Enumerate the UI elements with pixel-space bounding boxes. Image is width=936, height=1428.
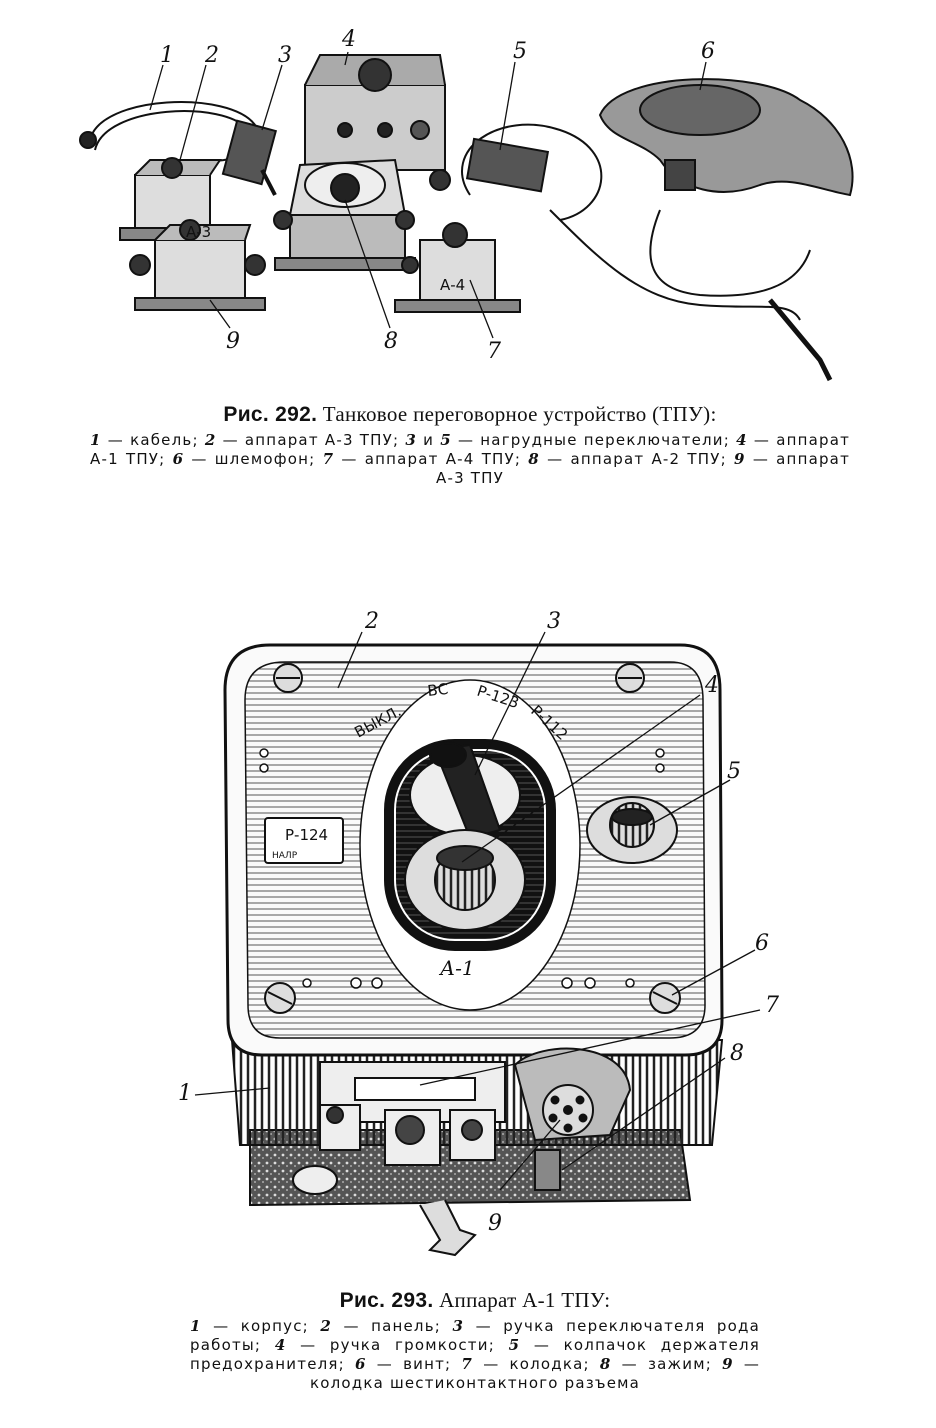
chest-switch-3-drawing [221,119,278,196]
legend-text: — шлемофон; [191,450,316,468]
figure-293-caption: Рис. 293. Аппарат А-1 ТПУ: 1 — корпус; 2… [190,1288,760,1393]
mode-switch-knob[interactable] [409,742,521,840]
figure-292-title: Рис. 292. Танковое переговорное устройст… [90,402,850,427]
legend-num: 2 [204,431,217,449]
legend-text: — нагрудные переключатели; [457,431,731,449]
figure-293-title-text: Аппарат А-1 ТПУ: [439,1288,611,1312]
device-label-a3: А-3 [186,223,211,241]
callout-3: 3 [547,609,561,634]
nameplate-label: Р-124 [285,826,328,844]
volume-knob[interactable] [404,829,526,931]
legend-text: — аппарат А-4 ТПУ; [341,450,522,468]
leader-lines [149,51,707,339]
legend-text: — колодка шестиконтактного разъема [309,1355,761,1392]
callout-9: 9 [226,329,240,354]
legend-num: 1 [90,431,102,449]
callout-1: 1 [178,1081,192,1106]
legend-num: 2 [320,1317,332,1335]
figure-292-illustration: А-3 А-4 1 2 3 4 5 6 7 8 9 [79,27,854,382]
six-pin-connector[interactable] [513,1047,632,1142]
callout-8: 8 [384,329,398,354]
leader-lines [194,631,761,1191]
callout-7: 7 [487,339,501,364]
legend-num: 7 [322,450,335,468]
nameplate [264,817,344,864]
legend-text: — корпус; [213,1317,309,1335]
legend-text: — зажим; [621,1355,712,1373]
apparatus-7-drawing [394,222,521,313]
legend-text: — ручка переключателя рода работы; [190,1317,760,1354]
headset-helmet-6-drawing [549,78,854,382]
device-label-a4: А-4 [440,276,465,294]
callout-9: 9 [488,1211,502,1236]
nameplate-sublabel: НАЛР [272,851,298,861]
callout-7: 7 [765,993,779,1018]
legend-num: 1 [190,1317,202,1335]
callout-2: 2 [204,43,219,68]
apparatus-4-drawing [304,54,446,171]
figure-293-number: Рис. 293. [339,1289,434,1312]
figure-293-illustration: ВЫКЛ. ВС Р-123 Р-112 Р-124 НАЛР А-1 1 2 … [178,609,779,1257]
legend-text: — панель; [343,1317,442,1335]
figure-293-title: Рис. 293. Аппарат А-1 ТПУ: [190,1288,760,1313]
legend-text: — аппарат А-3 ТПУ [436,450,851,487]
legend-num: 9 [722,1355,734,1373]
legend-text: — колпачок держателя предохранителя; [190,1336,761,1373]
callout-5: 5 [513,39,527,64]
legend-num: 5 [440,431,452,449]
clamp-terminal[interactable] [534,1149,561,1191]
callout-5: 5 [727,759,741,784]
panel-model-label: А-1 [438,956,475,980]
callout-4: 4 [341,27,356,52]
legend-num: 3 [452,1317,465,1335]
legend-num: 9 [734,450,746,468]
callout-8: 8 [730,1041,744,1066]
callout-1: 1 [160,43,174,68]
legend-num: 8 [528,450,540,468]
callout-2: 2 [364,609,379,634]
figure-292-caption: Рис. 292. Танковое переговорное устройст… [90,402,850,488]
legend-text: — аппарат А-2 ТПУ; [547,450,727,468]
figure-292-title-text: Танковое переговорное устройство (ТПУ): [322,402,717,426]
panel-holes [259,748,665,989]
legend-num: 4 [274,1336,287,1354]
callout-4: 4 [704,673,719,698]
callout-3: 3 [278,43,292,68]
legend-num: 5 [508,1336,521,1354]
figure-292-number: Рис. 292. [223,403,318,426]
callout-6: 6 [701,39,715,64]
legend-text: — аппарат А-1 ТПУ; [90,431,851,468]
corner-screws [264,663,681,1014]
legend-text: — колодка; [483,1355,590,1373]
legend-num: 8 [599,1355,612,1373]
legend-num: 4 [736,431,748,449]
apparatus-8-drawing [273,158,416,271]
cable-lug [292,1165,338,1195]
chest-switch-5-drawing [429,123,603,221]
legend-text: — винт; [376,1355,452,1373]
wrench-drawing [419,1199,477,1257]
legend-num: 6 [355,1355,367,1373]
legend-text: — аппарат А-3 ТПУ; [222,431,400,449]
legend-text: — ручка громкости; [300,1336,495,1354]
legend-num: 6 [172,450,185,468]
legend-text: — кабель; [107,431,199,449]
figure-293-legend: 1 — корпус; 2 — панель; 3 — ручка перекл… [190,1317,760,1393]
apparatus-9-drawing [129,219,266,311]
figure-292-legend: 1 — кабель; 2 — аппарат А-3 ТПУ; 3 и 5 —… [90,431,850,488]
legend-num: 7 [461,1355,474,1373]
switch-position-vs: ВС [427,680,450,700]
legend-num: 3 [405,431,418,449]
fuse-holder-cap[interactable] [586,796,678,864]
legend-text: и [423,431,435,449]
cable-glands [319,1104,496,1166]
callout-6: 6 [755,931,769,956]
